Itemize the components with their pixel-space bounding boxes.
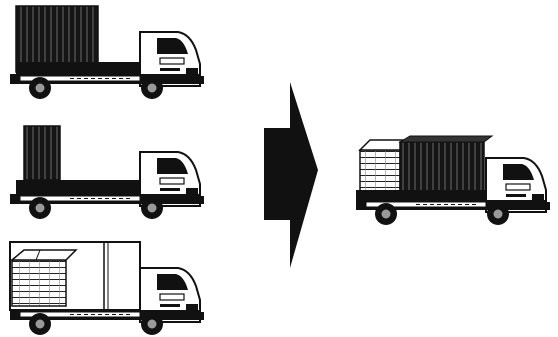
truck-middle: [10, 126, 204, 219]
dark-crate-stack: [400, 142, 484, 196]
light-box-stack: [360, 150, 400, 196]
small-dark-crate: [24, 126, 60, 180]
right-arrow-icon: [264, 82, 318, 268]
truck-combined: [356, 136, 550, 225]
truck-bottom: [10, 242, 204, 335]
truck-top: [10, 6, 204, 99]
light-box-stack: [12, 260, 66, 306]
